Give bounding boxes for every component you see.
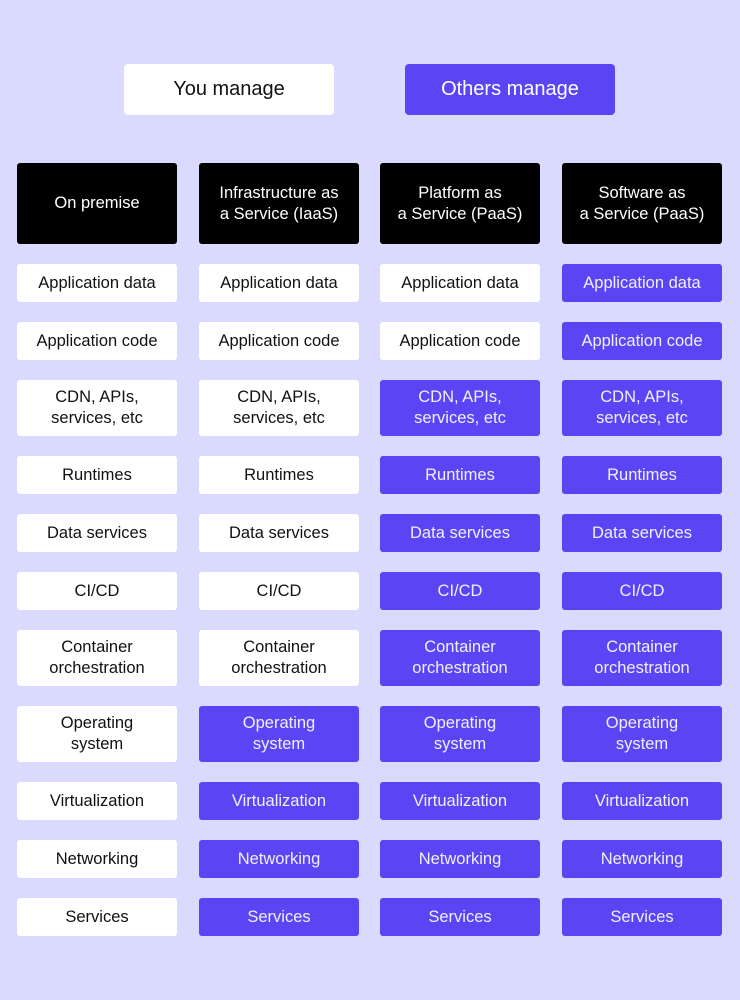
layer-data-services: Data services	[562, 514, 722, 552]
layer-networking: Networking	[199, 840, 359, 878]
layer-cdn-apis-services-etc: CDN, APIs, services, etc	[562, 380, 722, 436]
layer-operating-system: Operating system	[380, 706, 540, 762]
column-header: Software as a Service (PaaS)	[562, 163, 722, 244]
column-header: On premise	[17, 163, 177, 244]
layer-ci-cd: CI/CD	[380, 572, 540, 610]
layer-ci-cd: CI/CD	[562, 572, 722, 610]
layer-container-orchestration: Container orchestration	[199, 630, 359, 686]
layer-container-orchestration: Container orchestration	[17, 630, 177, 686]
layer-virtualization: Virtualization	[199, 782, 359, 820]
layer-services: Services	[562, 898, 722, 936]
layer-virtualization: Virtualization	[17, 782, 177, 820]
layer-networking: Networking	[380, 840, 540, 878]
layer-application-code: Application code	[562, 322, 722, 360]
layer-runtimes: Runtimes	[562, 456, 722, 494]
layer-container-orchestration: Container orchestration	[380, 630, 540, 686]
layer-ci-cd: CI/CD	[199, 572, 359, 610]
layer-services: Services	[17, 898, 177, 936]
layer-operating-system: Operating system	[17, 706, 177, 762]
legend-others-manage: Others manage	[405, 64, 615, 115]
layer-cdn-apis-services-etc: CDN, APIs, services, etc	[380, 380, 540, 436]
layer-ci-cd: CI/CD	[17, 572, 177, 610]
layer-virtualization: Virtualization	[562, 782, 722, 820]
layer-application-code: Application code	[380, 322, 540, 360]
layer-networking: Networking	[17, 840, 177, 878]
layer-runtimes: Runtimes	[199, 456, 359, 494]
layer-cdn-apis-services-etc: CDN, APIs, services, etc	[17, 380, 177, 436]
layer-virtualization: Virtualization	[380, 782, 540, 820]
layer-application-data: Application data	[199, 264, 359, 302]
legend-you-manage: You manage	[124, 64, 334, 115]
layer-networking: Networking	[562, 840, 722, 878]
layer-operating-system: Operating system	[199, 706, 359, 762]
layer-data-services: Data services	[17, 514, 177, 552]
layer-cdn-apis-services-etc: CDN, APIs, services, etc	[199, 380, 359, 436]
layer-operating-system: Operating system	[562, 706, 722, 762]
layer-application-code: Application code	[17, 322, 177, 360]
layer-services: Services	[199, 898, 359, 936]
layer-application-data: Application data	[17, 264, 177, 302]
legend: You manage Others manage	[0, 64, 740, 115]
layer-application-code: Application code	[199, 322, 359, 360]
layer-application-data: Application data	[562, 264, 722, 302]
layer-application-data: Application data	[380, 264, 540, 302]
layer-runtimes: Runtimes	[380, 456, 540, 494]
layer-services: Services	[380, 898, 540, 936]
column-header: Infrastructure as a Service (IaaS)	[199, 163, 359, 244]
column-header: Platform as a Service (PaaS)	[380, 163, 540, 244]
layer-data-services: Data services	[199, 514, 359, 552]
layer-data-services: Data services	[380, 514, 540, 552]
layer-container-orchestration: Container orchestration	[562, 630, 722, 686]
layer-runtimes: Runtimes	[17, 456, 177, 494]
